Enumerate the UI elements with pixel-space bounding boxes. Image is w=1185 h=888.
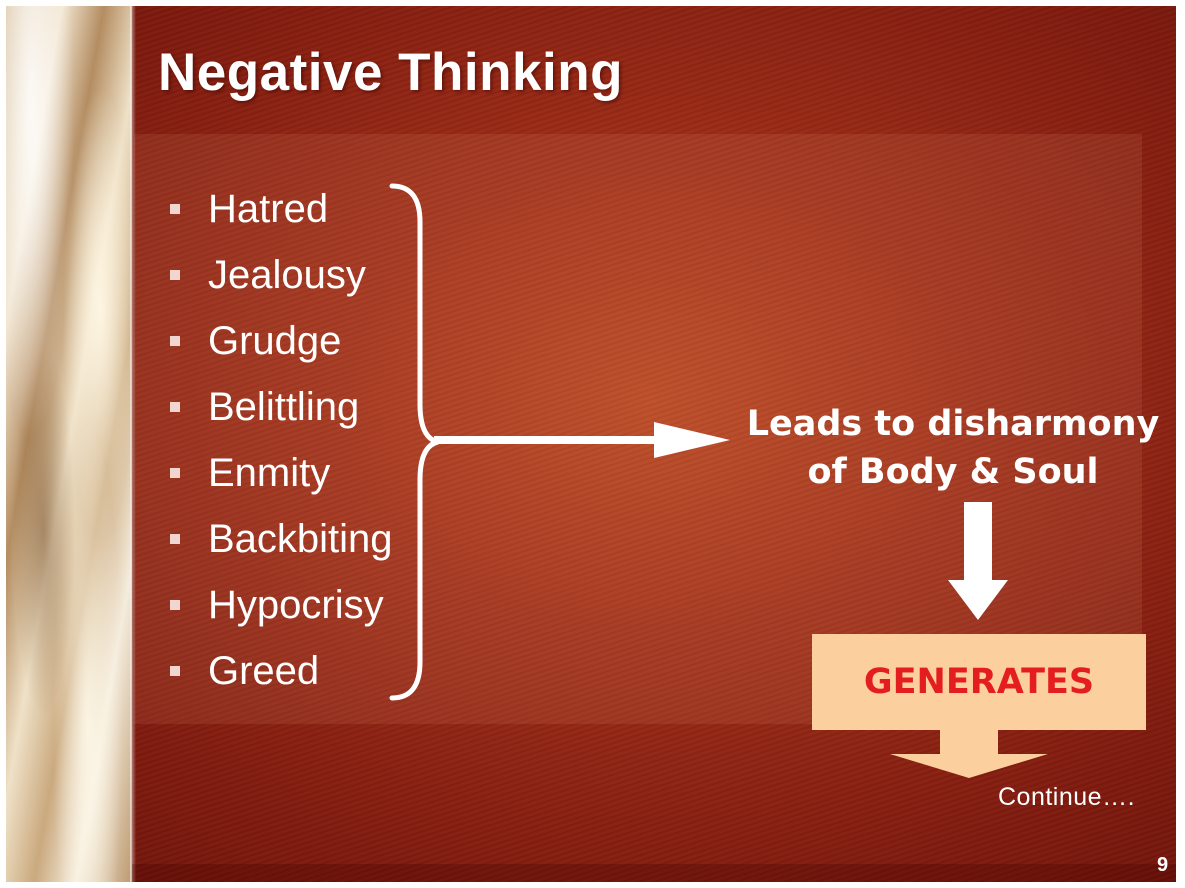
list-item-label: Grudge [208,319,342,363]
bullet-icon [170,204,180,214]
list-item-label: Hypocrisy [208,583,384,627]
list-item: Belittling [164,374,393,440]
result-line-2: of Body & Soul [807,452,1099,492]
bullet-icon [170,402,180,412]
list-item-label: Enmity [208,451,331,495]
result-line-1: Leads to disharmony [746,404,1160,444]
list-item-label: Greed [208,649,320,693]
arrow-down-icon [948,502,1008,620]
list-item: Greed [164,638,393,704]
list-item: Hypocrisy [164,572,393,638]
slide-title: Negative Thinking [158,43,623,102]
decorative-side-strip [6,6,132,882]
bullet-icon [170,270,180,280]
list-item: Grudge [164,308,393,374]
list-item: Hatred [164,176,393,242]
generates-label: GENERATES [863,662,1095,702]
result-text: Leads to disharmony of Body & Soul [746,400,1160,496]
bullet-icon [170,534,180,544]
arrow-right-icon [434,422,730,458]
bullet-list: Hatred Jealousy Grudge Belittling Enmity… [164,176,393,704]
bullet-icon [170,468,180,478]
list-item: Enmity [164,440,393,506]
list-item-label: Hatred [208,187,329,231]
list-item-label: Jealousy [208,253,366,297]
bullet-icon [170,600,180,610]
content-panel [134,134,1142,724]
page-number: 9 [1157,854,1169,876]
list-item-label: Belittling [208,385,360,429]
continue-link[interactable]: Continue…. [998,783,1136,811]
generates-box: GENERATES [812,634,1146,730]
bullet-icon [170,666,180,676]
generates-arrow-icon [890,728,1048,778]
list-item: Jealousy [164,242,393,308]
list-item: Backbiting [164,506,393,572]
slide: Negative Thinking Hatred Jealousy Grudge… [6,6,1176,882]
strip-edge [130,6,136,882]
bottom-band [132,864,1176,882]
list-item-label: Backbiting [208,517,393,561]
bullet-icon [170,336,180,346]
